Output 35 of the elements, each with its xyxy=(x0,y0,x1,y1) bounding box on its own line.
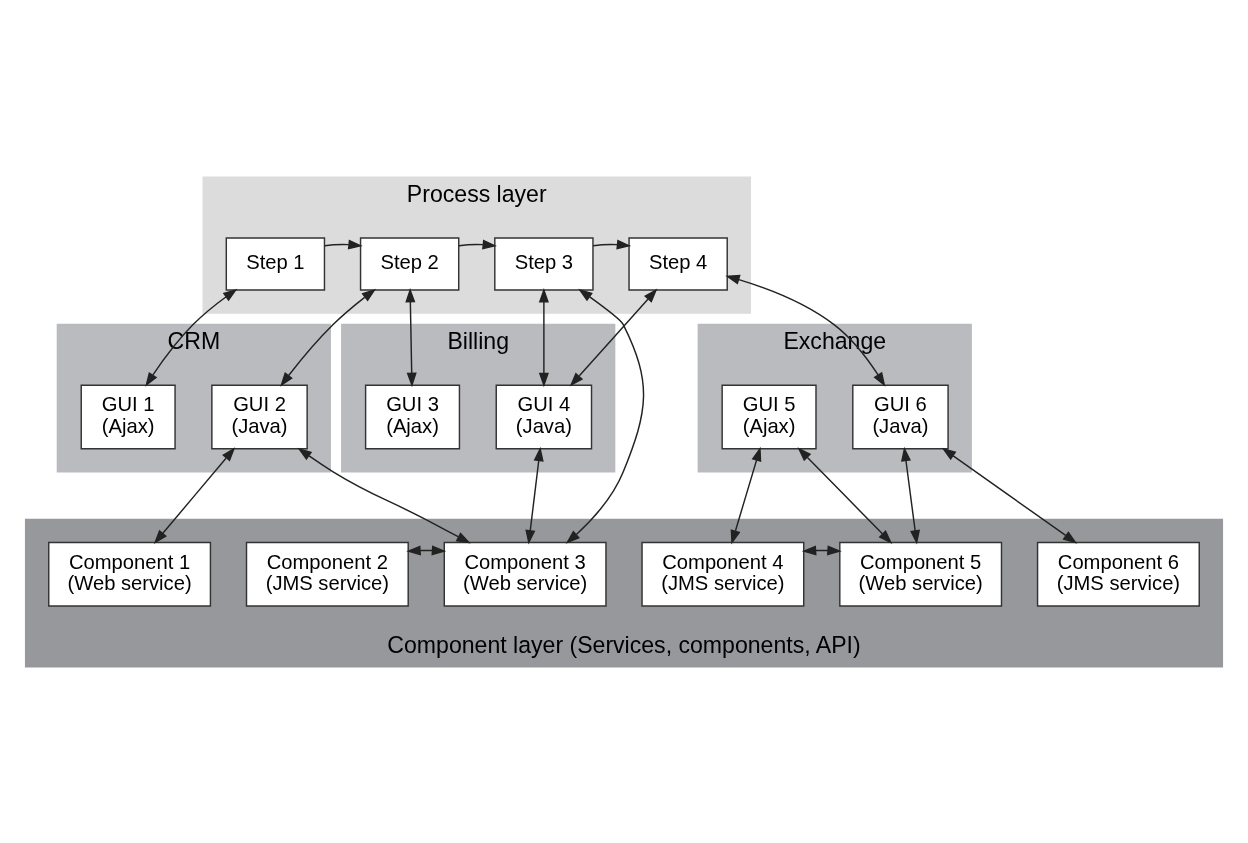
node-box: Component 6 (JMS service) xyxy=(1036,541,1200,607)
node-box: Step 2 xyxy=(359,236,460,291)
arrow xyxy=(801,544,842,556)
node-box: GUI 5 (Ajax) xyxy=(721,383,817,449)
arrow xyxy=(323,239,363,250)
node-box: Component 3 (Web service) xyxy=(443,541,607,607)
arrow xyxy=(725,274,886,387)
node-box: GUI 1 (Ajax) xyxy=(80,383,176,449)
arrow xyxy=(458,239,497,250)
node-box: GUI 6 (Java) xyxy=(852,383,949,449)
arrow xyxy=(569,288,658,387)
arrow xyxy=(280,288,377,387)
arrow xyxy=(538,287,549,387)
arrow xyxy=(565,288,645,544)
node-box: Component 5 (Web service) xyxy=(839,541,1003,607)
arrow xyxy=(145,288,238,387)
arrow xyxy=(297,447,471,543)
arrow xyxy=(901,446,921,545)
node-box: Step 1 xyxy=(225,236,326,291)
node-box: Step 4 xyxy=(628,236,728,291)
arrow xyxy=(406,544,447,556)
arrow xyxy=(592,239,632,250)
arrow xyxy=(941,447,1078,544)
node-box: Component 2 (JMS service) xyxy=(245,541,409,607)
arrow xyxy=(525,446,544,545)
node-box: Component 1 (Web service) xyxy=(48,541,212,607)
arrow xyxy=(730,446,762,544)
arrow xyxy=(405,287,417,387)
node-box: GUI 2 (Java) xyxy=(211,383,308,449)
arrow xyxy=(153,446,236,544)
node-box: Component 4 (JMS service) xyxy=(641,541,805,607)
node-box: Step 3 xyxy=(494,236,594,291)
node-box: GUI 3 (Ajax) xyxy=(364,383,461,449)
arrow xyxy=(797,446,893,544)
node-box: GUI 4 (Java) xyxy=(495,383,593,449)
